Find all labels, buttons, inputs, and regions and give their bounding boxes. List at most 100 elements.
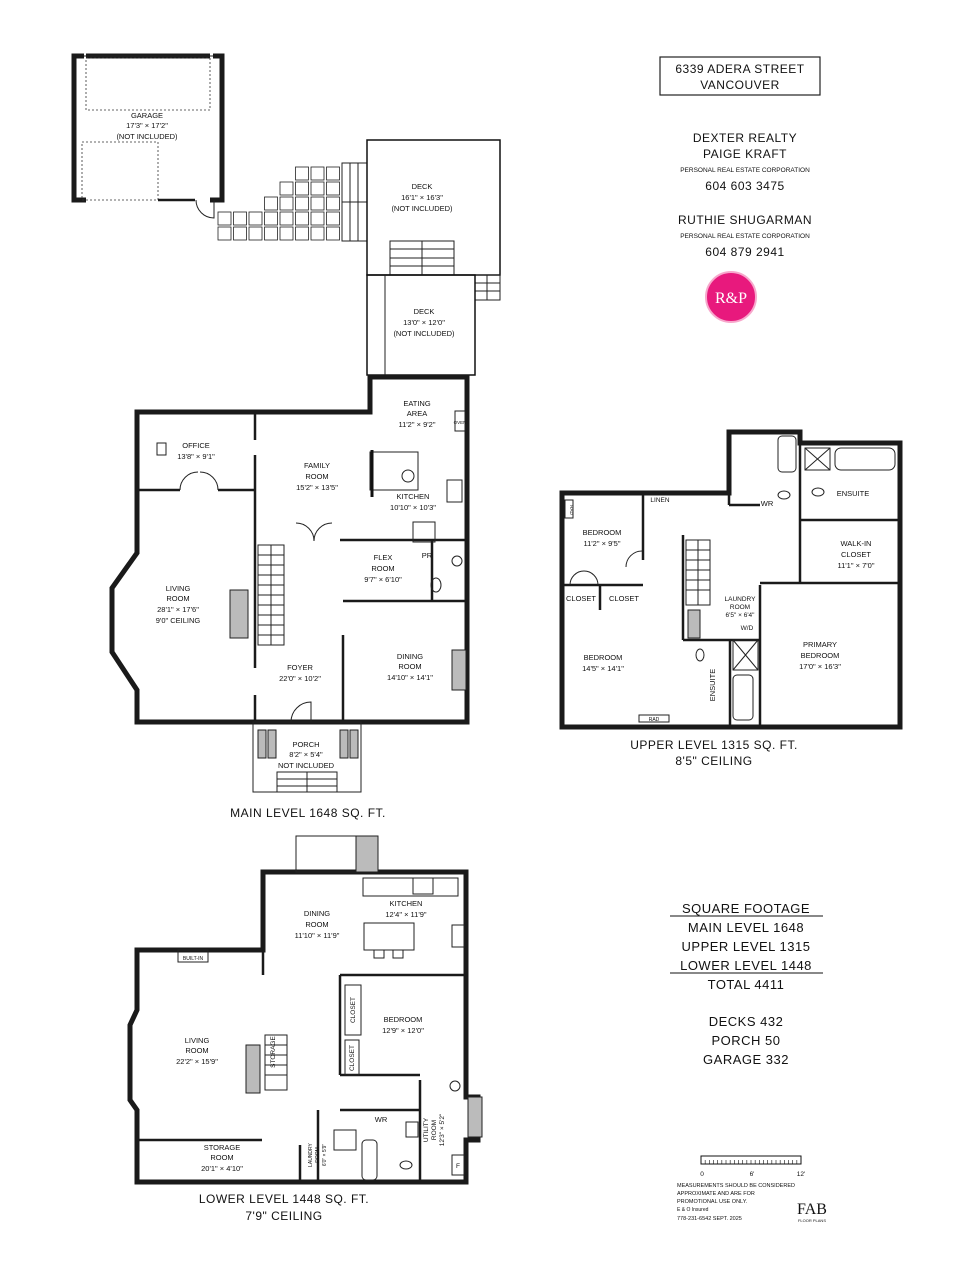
agent2-phone: 604 879 2941 (705, 245, 784, 259)
bathtub-icon (834, 447, 896, 471)
fab-logo: FAB FLOOR PLANS (797, 1201, 827, 1223)
living-room-label: LIVING (166, 584, 191, 593)
logo-text: R&P (715, 290, 747, 307)
paver (295, 166, 309, 181)
ensuite1-label: ENSUITE (708, 669, 717, 702)
paver (279, 181, 294, 196)
upper-level-ceiling: 8'5" CEILING (675, 754, 752, 768)
under-stair-storage-label: STORAGE (270, 1036, 277, 1068)
kitchen-label: KITCHEN (397, 492, 430, 501)
sink-icon (405, 1121, 419, 1138)
agent1-phone: 604 603 3475 (705, 179, 784, 193)
ensuite2-label: ENSUITE (837, 489, 870, 498)
lower-level-plan: DINING ROOM 11'10" × 11'9" KITCHEN 12'4"… (127, 835, 483, 1223)
shower-icon (804, 447, 831, 471)
summary-upper: UPPER LEVEL 1315 (682, 939, 811, 954)
summary-lower: LOWER LEVEL 1448 (680, 958, 812, 973)
paver (217, 226, 232, 241)
living-room-ceiling: 9'0" CEILING (156, 616, 201, 625)
deck-upper: DECK 16'1" × 16'3" (NOT INCLUDED) (366, 139, 501, 301)
paver (248, 211, 263, 226)
dining-room-label: DINING (397, 652, 423, 661)
paver (310, 181, 325, 196)
deck-upper-size: 16'1" × 16'3" (401, 193, 443, 202)
paver (326, 226, 340, 241)
deck-upper-label: DECK (412, 182, 433, 191)
lower-dining-label: ROOM (305, 920, 328, 929)
deck-upper-note: (NOT INCLUDED) (391, 204, 453, 213)
storage-room-label: STORAGE (204, 1143, 241, 1152)
paver (295, 211, 309, 226)
upper-level-title: UPPER LEVEL 1315 SQ. FT. (630, 738, 798, 752)
scale-label: 12' (797, 1171, 805, 1178)
agent1-name: PAIGE KRAFT (703, 147, 787, 161)
address-line2: VANCOUVER (700, 78, 780, 92)
walk-in-closet-label: WALK-IN (841, 539, 872, 548)
eating-area-size: 11'2" × 9'2" (398, 420, 435, 429)
summary-decks: DECKS 432 (709, 1014, 784, 1029)
washer-dryer-label: W/D (741, 625, 754, 632)
paver (295, 226, 309, 241)
oven-label: OVEN (454, 420, 467, 425)
summary-heading: SQUARE FOOTAGE (682, 901, 810, 916)
closet2-label: CLOSET (609, 594, 639, 603)
paver (310, 196, 325, 211)
scale-bar: 0 6' 12' (700, 1155, 805, 1178)
toilet-icon (777, 490, 791, 500)
kitchen-counter (362, 877, 459, 897)
foyer-label: FOYER (287, 663, 313, 672)
paver-path (217, 166, 340, 241)
paver (310, 211, 325, 226)
family-room-label: ROOM (305, 472, 328, 481)
lower-bedroom-label: BEDROOM (384, 1015, 423, 1024)
walk-in-closet-size: 11'1" × 7'0" (837, 561, 874, 570)
paver (326, 181, 340, 196)
agent1-corp: PERSONAL REAL ESTATE CORPORATION (680, 167, 810, 174)
shower-icon (732, 639, 759, 671)
closet1-label: CLOSET (566, 594, 596, 603)
office-label: OFFICE (182, 441, 210, 450)
sink-icon (446, 479, 463, 503)
lower-level-ceiling: 7'9" CEILING (245, 1209, 322, 1223)
linen-label: LINEN (650, 497, 669, 504)
bedroom2-label: BEDROOM (584, 653, 623, 662)
lower-bedroom-size: 12'9" × 12'0" (382, 1026, 424, 1035)
paver (264, 226, 278, 241)
hot-water-tank-icon (449, 1080, 461, 1092)
fireplace-icon (451, 649, 467, 691)
paver (295, 196, 309, 211)
washer-icon (333, 1129, 357, 1151)
wr-label: WR (761, 499, 774, 508)
lower-kitchen-size: 12'4" × 11'9" (385, 910, 427, 919)
paver (326, 211, 340, 226)
toilet-icon (430, 577, 442, 593)
eating-area-label: EATING (403, 399, 431, 408)
walk-in-closet-label: CLOSET (841, 550, 871, 559)
agent-info: DEXTER REALTY PAIGE KRAFT PERSONAL REAL … (678, 131, 812, 323)
garage-size: 17'3" × 17'2" (126, 121, 168, 130)
planter-icon (355, 835, 379, 873)
address-box: 6339 ADERA STREET VANCOUVER (659, 56, 821, 96)
paver (248, 226, 263, 241)
utility-room-size: 12'3" × 5'2" (439, 1113, 446, 1146)
bedroom2-size: 14'5" × 14'1" (582, 664, 624, 673)
summary-porch: PORCH 50 (711, 1033, 780, 1048)
built-in-label: BUILT-IN (183, 956, 204, 962)
deck-lower-size: 13'0" × 12'0" (403, 318, 445, 327)
kitchen-island (369, 451, 419, 491)
lower-kitchen-label: KITCHEN (390, 899, 423, 908)
lower-laundry-label: ROOM (315, 1147, 321, 1163)
bedroom1-label: BEDROOM (583, 528, 622, 537)
family-room-label: FAMILY (304, 461, 330, 470)
disclaimer-line: MEASUREMENTS SHOULD BE CONSIDERED (677, 1183, 795, 1189)
porch-size: 8'2" × 5'4" (289, 750, 323, 759)
paver (217, 211, 232, 226)
lower-closet1-label: CLOSET (350, 997, 357, 1023)
disclaimer: MEASUREMENTS SHOULD BE CONSIDERED APPROX… (677, 1183, 795, 1222)
garage-note: (NOT INCLUDED) (116, 132, 178, 141)
lower-laundry-label: LAUNDRY (308, 1142, 314, 1166)
fireplace-icon (245, 1044, 261, 1094)
summary-total: TOTAL 4411 (708, 977, 785, 992)
deck-stairs (341, 162, 368, 242)
